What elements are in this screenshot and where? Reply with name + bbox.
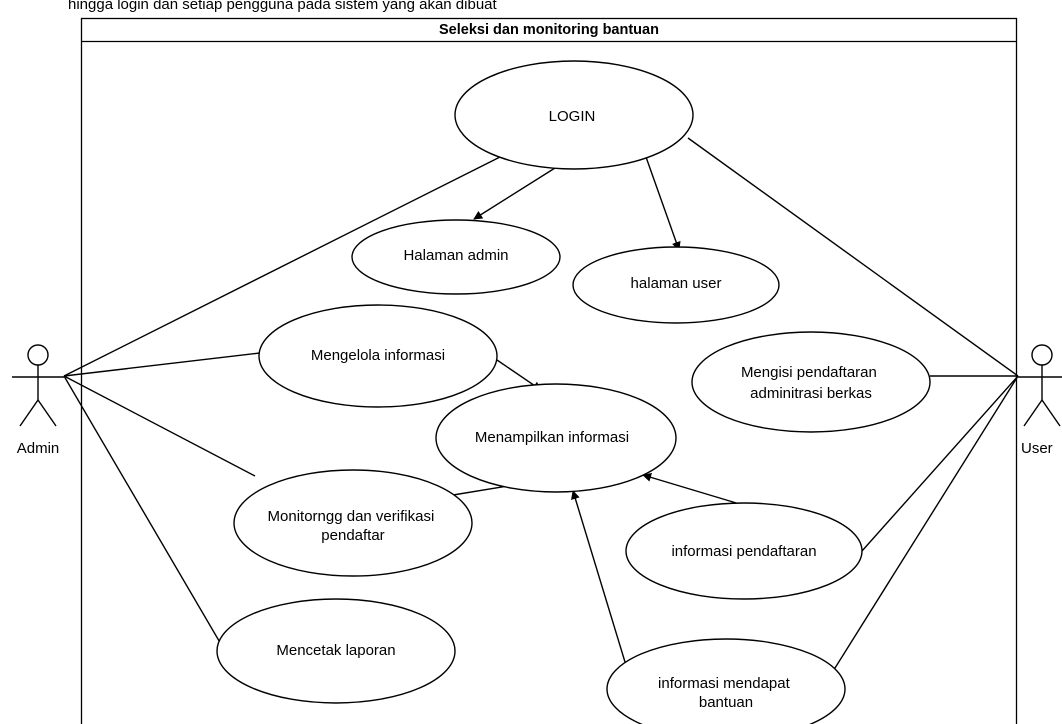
use-case-menampilkan-informasi[interactable]: Menampilkan informasi <box>435 383 677 493</box>
arrow-login-halaman-user <box>645 156 681 251</box>
use-case-mencetak-laporan-label: Mencetak laporan <box>276 642 395 659</box>
admin-associations <box>63 156 501 664</box>
use-case-mengisi-line2: adminitrasi berkas <box>750 385 872 402</box>
actor-user-figure-icon <box>1018 344 1062 427</box>
use-case-monitoring-verifikasi-label: Monitorngg dan verifikasi pendaftar <box>268 508 439 544</box>
use-case-monitoring-verifikasi[interactable]: Monitorngg dan verifikasi pendaftar <box>233 469 473 577</box>
actor-user-label: User <box>1021 440 1053 457</box>
use-case-halaman-user[interactable]: halaman user <box>572 246 780 324</box>
use-case-monitoring-line2: pendaftar <box>321 527 384 544</box>
use-case-mengisi-line1: Mengisi pendaftaran <box>741 364 877 381</box>
actor-admin-label: Admin <box>17 440 60 457</box>
use-case-mengisi-pendaftaran-label: Mengisi pendaftaran adminitrasi berkas <box>741 364 881 402</box>
arrow-login-halaman-admin <box>473 167 556 220</box>
assoc-admin-login <box>63 156 501 377</box>
use-case-mendapat-line1: informasi mendapat <box>658 675 791 692</box>
assoc-user-login <box>687 137 1019 377</box>
use-case-halaman-admin-label: Halaman admin <box>403 247 508 264</box>
actor-admin[interactable]: Admin <box>12 344 64 457</box>
user-associations <box>687 137 1019 677</box>
actor-user[interactable]: User <box>1018 344 1062 457</box>
use-case-informasi-mendapat-label: informasi mendapat bantuan <box>658 675 794 711</box>
use-case-halaman-admin[interactable]: Halaman admin <box>351 219 561 295</box>
use-case-monitoring-line1: Monitorngg dan verifikasi <box>268 508 435 525</box>
use-case-informasi-pendaftaran-label: informasi pendaftaran <box>671 543 816 560</box>
system-boundary-title: Seleksi dan monitoring bantuan <box>439 22 659 38</box>
assoc-user-informasi-mendapat <box>829 375 1019 677</box>
use-case-login[interactable]: LOGIN <box>454 60 694 170</box>
assoc-user-informasi-pendaftaran <box>861 375 1019 552</box>
arrow-pendaftaran-menampilkan <box>642 473 744 506</box>
actor-admin-figure-icon <box>12 344 64 427</box>
use-case-halaman-user-label: halaman user <box>631 275 722 292</box>
assoc-admin-monitoring <box>63 375 256 477</box>
include-arrows <box>452 156 744 663</box>
use-case-mengisi-pendaftaran[interactable]: Mengisi pendaftaran adminitrasi berkas <box>691 331 931 433</box>
use-case-mengelola-informasi[interactable]: Mengelola informasi <box>258 304 498 408</box>
assoc-admin-mencetak <box>63 375 233 664</box>
use-case-login-label: LOGIN <box>549 108 596 125</box>
use-case-informasi-mendapat-bantuan[interactable]: informasi mendapat bantuan <box>606 638 846 724</box>
use-case-mendapat-line2: bantuan <box>699 694 753 711</box>
assoc-admin-mengelola <box>63 352 261 377</box>
arrow-mendapat-menampilkan <box>571 490 626 663</box>
use-case-menampilkan-informasi-label: Menampilkan informasi <box>475 429 629 446</box>
use-case-informasi-pendaftaran[interactable]: informasi pendaftaran <box>625 502 863 600</box>
page-caption: hingga login dan setiap pengguna pada si… <box>68 0 497 13</box>
use-case-mencetak-laporan[interactable]: Mencetak laporan <box>216 598 456 704</box>
use-case-mengelola-informasi-label: Mengelola informasi <box>311 347 445 364</box>
